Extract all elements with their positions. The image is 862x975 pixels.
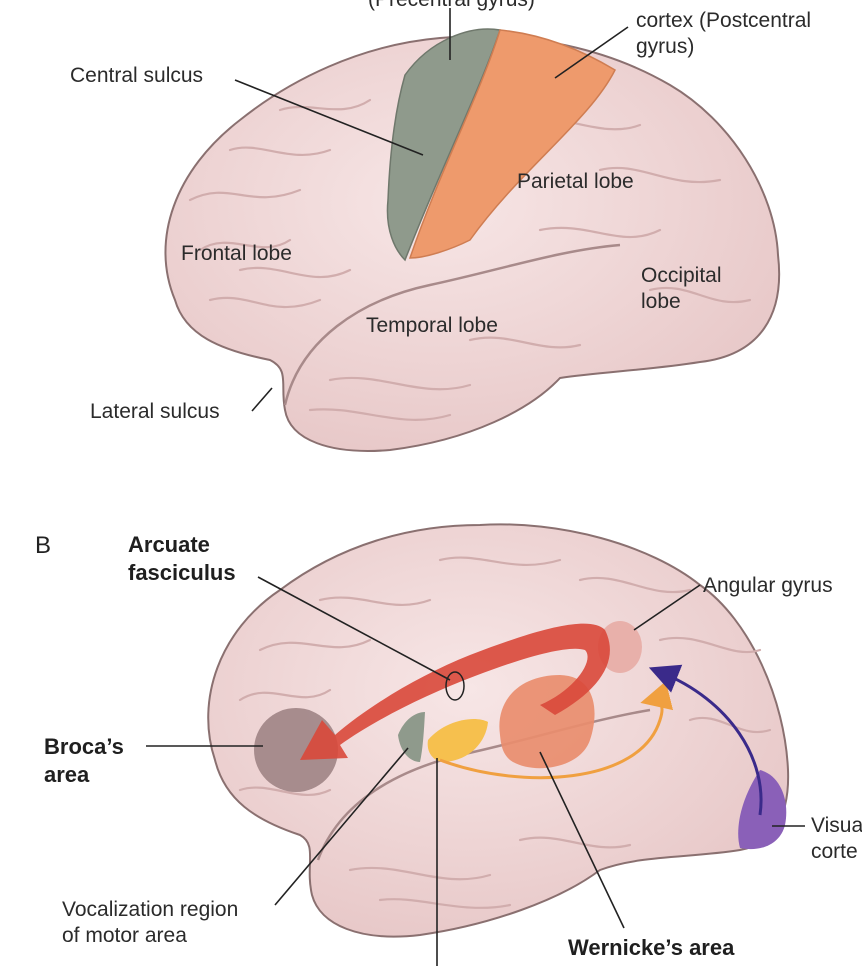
brain-a-outline (164, 35, 781, 452)
label-lateral-sulcus: Lateral sulcus (90, 400, 220, 423)
leader-angular (633, 584, 701, 631)
primary-somatosensory-cortex (408, 29, 616, 259)
label-wernickes-area: Wernicke’s area (568, 935, 735, 960)
angular-gyrus-region (598, 621, 642, 673)
label-arcuate-line2: fasciculus (128, 560, 236, 585)
auditory-cortex-region (427, 719, 488, 762)
vocalization-motor-strip (398, 712, 425, 762)
arcuate-fasciculus-arrow (300, 623, 610, 760)
visual-pathway-arrow (648, 664, 763, 816)
label-occipital-line2: lobe (641, 290, 681, 313)
auditory-pathway-arrow (439, 681, 674, 780)
panel-b-letter: B (35, 532, 52, 559)
label-postcentral-line2: gyrus) (636, 35, 695, 58)
label-occipital-line1: Occipital (641, 264, 722, 287)
brain-b-gyri (238, 556, 772, 909)
leader-lateral-sulcus (251, 387, 273, 412)
label-vocalization-line1: Vocalization region (62, 898, 239, 921)
label-precentral-gyrus: (Precentral gyrus) (368, 0, 535, 13)
primary-motor-cortex (386, 28, 501, 262)
panel-a (164, 8, 781, 452)
leader-central-sulcus (234, 79, 424, 156)
brocas-area-region (254, 708, 338, 792)
brain-a-gyri (188, 98, 752, 421)
label-frontal-lobe: Frontal lobe (181, 242, 292, 265)
leader-wernicke (539, 751, 625, 929)
label-broca-line1: Broca’s (44, 734, 124, 759)
label-vocalization-line2: of motor area (62, 924, 187, 947)
label-visual-line2: corte (811, 840, 858, 863)
label-postcentral-line1: cortex (Postcentral (636, 9, 812, 32)
leader-vocalization (274, 747, 409, 906)
temporal-lobe-boundary (283, 243, 621, 406)
panel-b (146, 523, 805, 966)
label-central-sulcus: Central sulcus (70, 64, 204, 87)
label-temporal-lobe: Temporal lobe (366, 314, 498, 337)
label-broca-line2: area (44, 762, 90, 787)
label-visual-line1: Visua (811, 814, 862, 837)
label-angular-gyrus: Angular gyrus (703, 574, 833, 597)
label-arcuate-line1: Arcuate (128, 532, 210, 557)
leader-postcentral (554, 26, 629, 79)
leader-arcuate (257, 576, 451, 681)
visual-cortex-region (738, 770, 787, 850)
arcuate-cross-section (445, 671, 465, 701)
label-parietal-lobe: Parietal lobe (517, 170, 634, 193)
